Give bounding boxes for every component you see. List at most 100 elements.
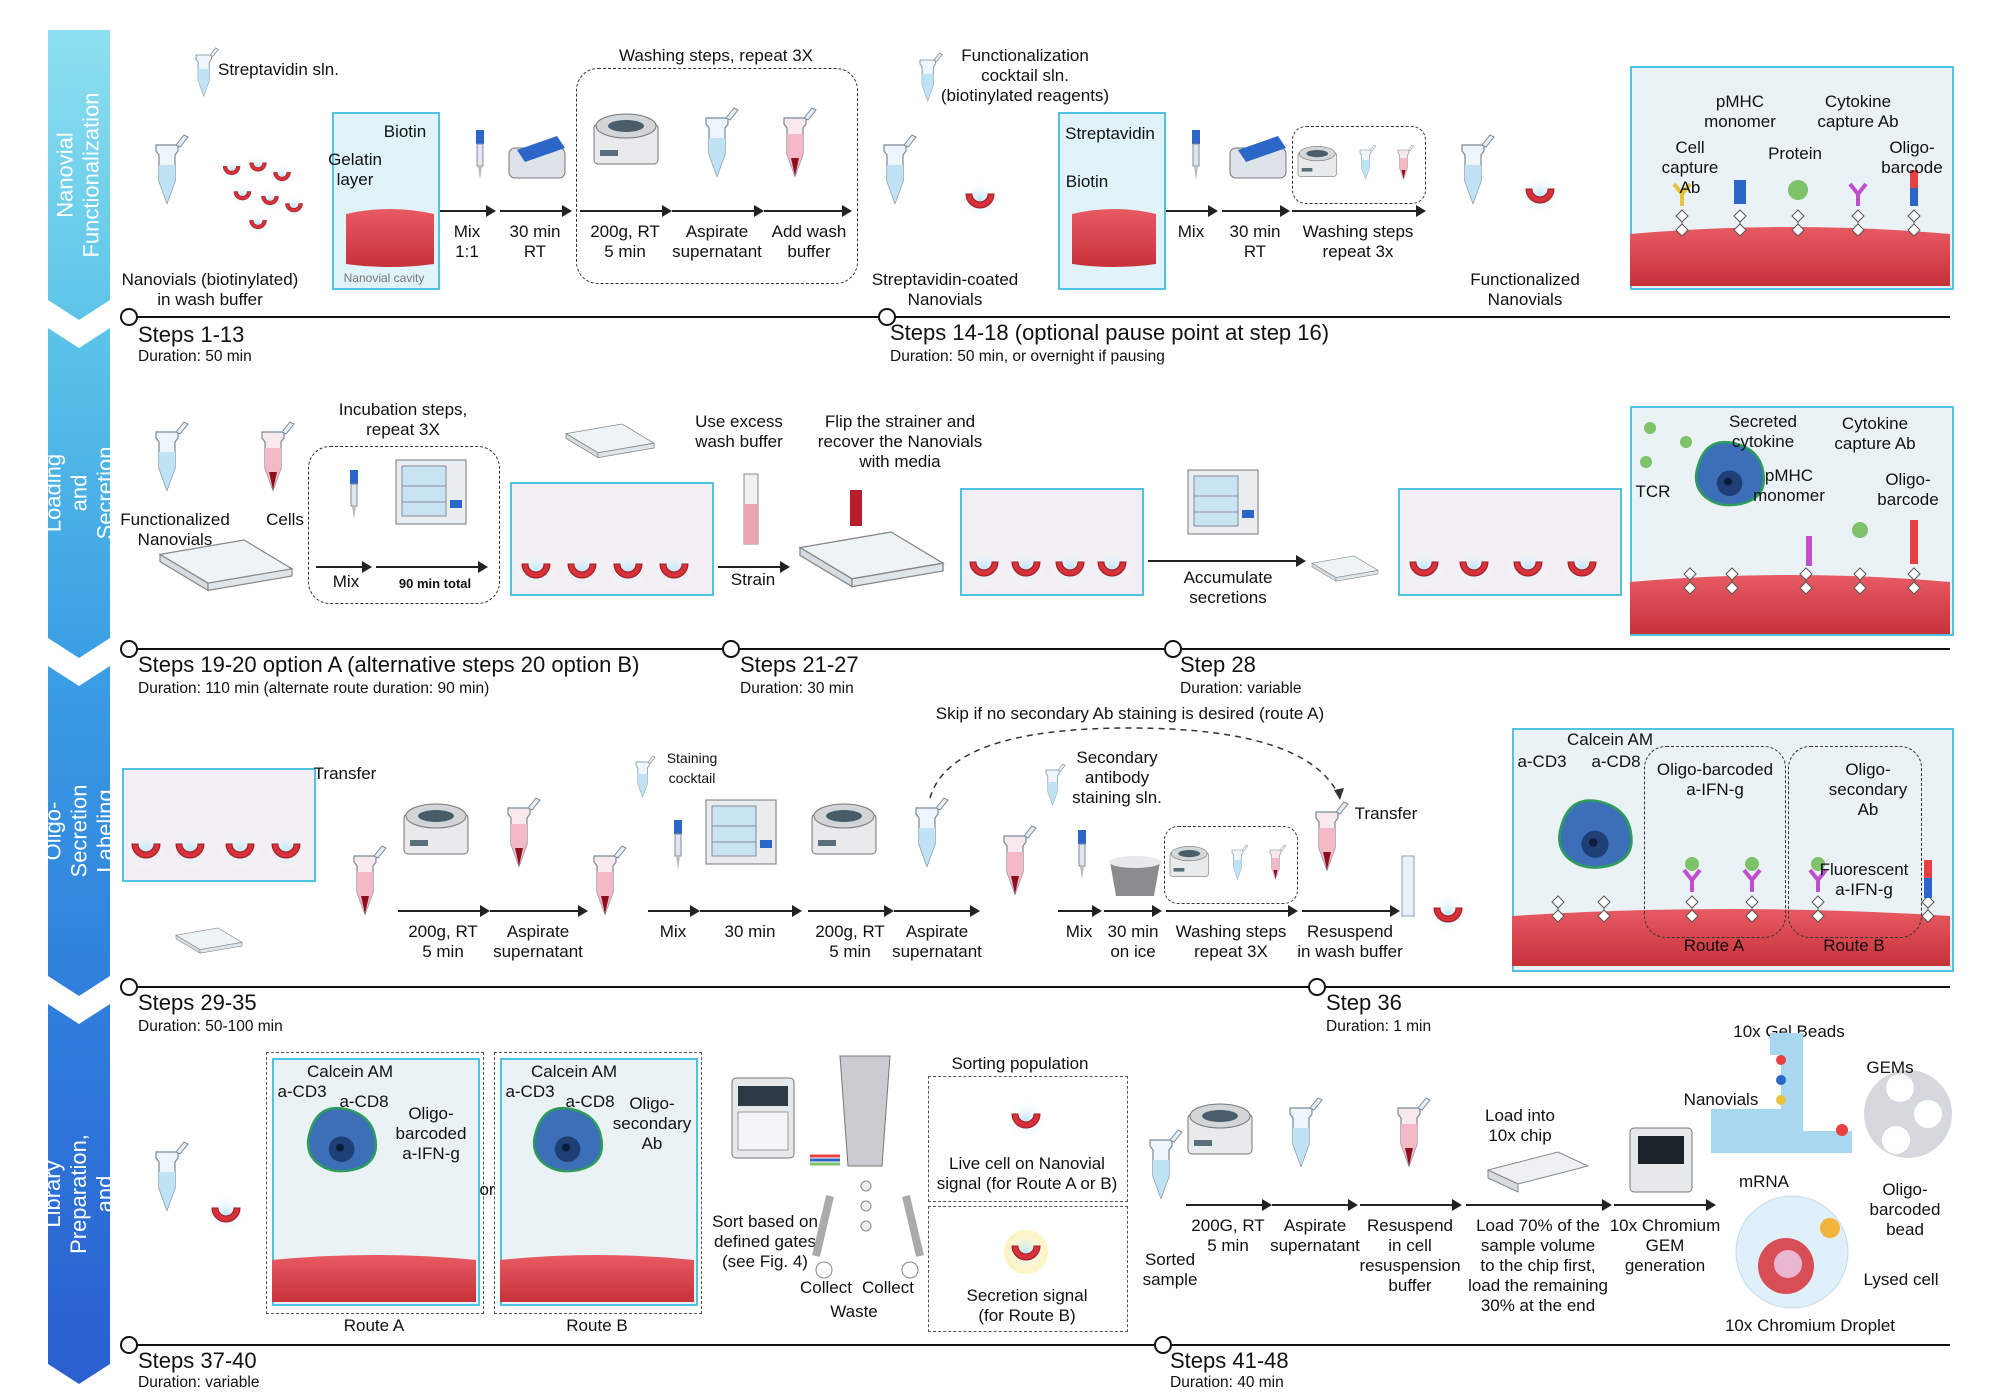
red-surface-icon: [1630, 575, 1950, 634]
tube-icon: [1149, 1129, 1183, 1199]
skip-label: Skip if no secondary Ab staining is desi…: [935, 704, 1325, 723]
washing-steps-mini-box: [1292, 126, 1426, 204]
oligo-barcode-label-2: Oligo- barcode: [1877, 470, 1939, 509]
secretion-molecules-icon: [1683, 520, 1921, 595]
skip-arc: [929, 727, 1344, 800]
steps-41-48: Steps 41-48: [1170, 1348, 1289, 1373]
duration-6: Duration: 50-100 min: [138, 1018, 283, 1035]
antibody-molecules-icon: [1551, 857, 1935, 923]
route-b-label-2: Route B: [566, 1316, 628, 1335]
duration-1: Duration: 50 min: [138, 348, 252, 365]
spin-label-5: 200G, RT 5 min: [1191, 1216, 1265, 1255]
incubator-icon: [395, 459, 467, 525]
secondary-label: Secondary antibody staining sln.: [1072, 748, 1162, 807]
droplet-label: 10x Chromium Droplet: [1724, 1316, 1896, 1335]
arrow: [490, 905, 588, 917]
route-a-box: [1644, 746, 1786, 938]
arrow: [1148, 555, 1306, 567]
functionalized-label: Functionalized Nanovials: [1470, 270, 1580, 309]
tube-icon: [1359, 144, 1377, 180]
arrow: [718, 561, 790, 573]
tube-icon: [155, 1141, 189, 1211]
gelatin-label: Gelatin layer: [328, 150, 382, 189]
arrow: [672, 205, 764, 217]
nanovials-label-2: Nanovials: [1683, 1090, 1759, 1109]
steps-1-13: Steps 1-13: [138, 322, 245, 347]
incubation-box: [308, 446, 500, 604]
oligo-ifn-label-2: Oligo- barcoded a-IFN-g: [395, 1104, 467, 1163]
mix-label-3: Mix: [332, 572, 360, 591]
arrow: [700, 905, 802, 917]
route-a-panel: [266, 1052, 484, 1314]
steps-14-18: Steps 14-18 (optional pause point at ste…: [890, 320, 1330, 345]
func-cocktail-label: Functionalization cocktail sln. (biotiny…: [940, 46, 1110, 105]
tube-icon: [261, 421, 295, 491]
aspirate-label-4: Aspirate supernatant: [892, 922, 982, 961]
oligo-barcode-label: Oligo- barcode: [1881, 138, 1943, 177]
acd8-label-2: a-CD8: [339, 1092, 389, 1111]
arrow: [398, 905, 490, 917]
mix-label-4: Mix: [659, 922, 687, 941]
timeline-dot: [120, 308, 138, 326]
cells-label: Cells: [266, 510, 304, 529]
nanovial-icon: [1519, 174, 1561, 216]
nanovial-row-icon: [1403, 547, 1603, 589]
strain-label: Strain: [730, 570, 776, 589]
chip-icon: [1486, 1151, 1590, 1193]
duration-5: Duration: variable: [1180, 680, 1302, 697]
route-b-label: Route B: [1823, 936, 1885, 955]
oligo-bead-label: Oligo- barcoded bead: [1869, 1180, 1941, 1239]
arrow: [1186, 1199, 1272, 1211]
spin-label-3: 200g, RT 5 min: [408, 922, 478, 961]
tube-icon: [915, 797, 949, 867]
total-label: 90 min total: [398, 576, 472, 591]
red-surface-icon: [1630, 227, 1950, 286]
mix-label-5: Mix: [1065, 922, 1093, 941]
arrow: [1058, 905, 1102, 917]
well-zoom-box-3: [1398, 488, 1622, 596]
resuspend-label: Resuspend in wash buffer: [1297, 922, 1403, 961]
chromium-icon: [1629, 1127, 1693, 1193]
strainer-icon: [743, 473, 759, 545]
timeline-dot: [120, 978, 138, 996]
tube-icon: [1269, 844, 1287, 880]
tube-icon: [1231, 844, 1249, 880]
nanovial-cluster-icon: [219, 154, 307, 237]
protein-label: Protein: [1768, 144, 1822, 163]
secretion-panel: [928, 1206, 1128, 1332]
arrow: [1292, 205, 1426, 217]
resuspend-label-2: Resuspend in cell resuspension buffer: [1359, 1216, 1461, 1295]
gelatin-layer-icon: [346, 209, 434, 267]
arrow: [1272, 1199, 1358, 1211]
arrow: [1466, 1199, 1612, 1211]
load70-label: Load 70% of the sample volume to the chi…: [1468, 1216, 1608, 1315]
pmhc-label: pMHC monomer: [1704, 92, 1776, 131]
mrna-label: mRNA: [1738, 1172, 1790, 1191]
sorting-pop-label: Sorting population: [951, 1054, 1089, 1073]
tube-icon: [155, 421, 189, 491]
nanovial-icon: [1005, 1099, 1047, 1141]
tube-icon: [507, 797, 541, 867]
arrow: [1166, 905, 1298, 917]
step-36: Step 36: [1326, 990, 1402, 1015]
ice-bucket-icon: [1109, 856, 1161, 896]
band-label: FACS, Library Preparation, and Sequencin…: [14, 1134, 144, 1254]
arrow: [1302, 905, 1400, 917]
arrow: [808, 905, 894, 917]
duration-8: Duration: variable: [138, 1374, 260, 1391]
live-cell-label: Live cell on Nanovial signal (for Route …: [936, 1154, 1118, 1193]
tube-icon: [1401, 855, 1415, 917]
sorted-label: Sorted sample: [1142, 1250, 1198, 1289]
arrow: [764, 205, 852, 217]
incubator-icon: [705, 799, 777, 865]
washing-steps-box: [576, 68, 858, 284]
sort-label: Sort based on defined gates (see Fig. 4): [712, 1212, 818, 1271]
washing-label-3: Washing steps repeat 3X: [1175, 922, 1287, 961]
use-excess-label: Use excess wash buffer: [695, 412, 783, 451]
tube-icon: [783, 107, 817, 177]
timeline-dot: [1164, 640, 1182, 658]
incubator-icon: [1187, 469, 1259, 535]
tube-icon: [1289, 1097, 1323, 1167]
well-plate-icon: [1311, 555, 1379, 582]
oligo-secondary-label: Oligo- secondary Ab: [1828, 760, 1908, 819]
